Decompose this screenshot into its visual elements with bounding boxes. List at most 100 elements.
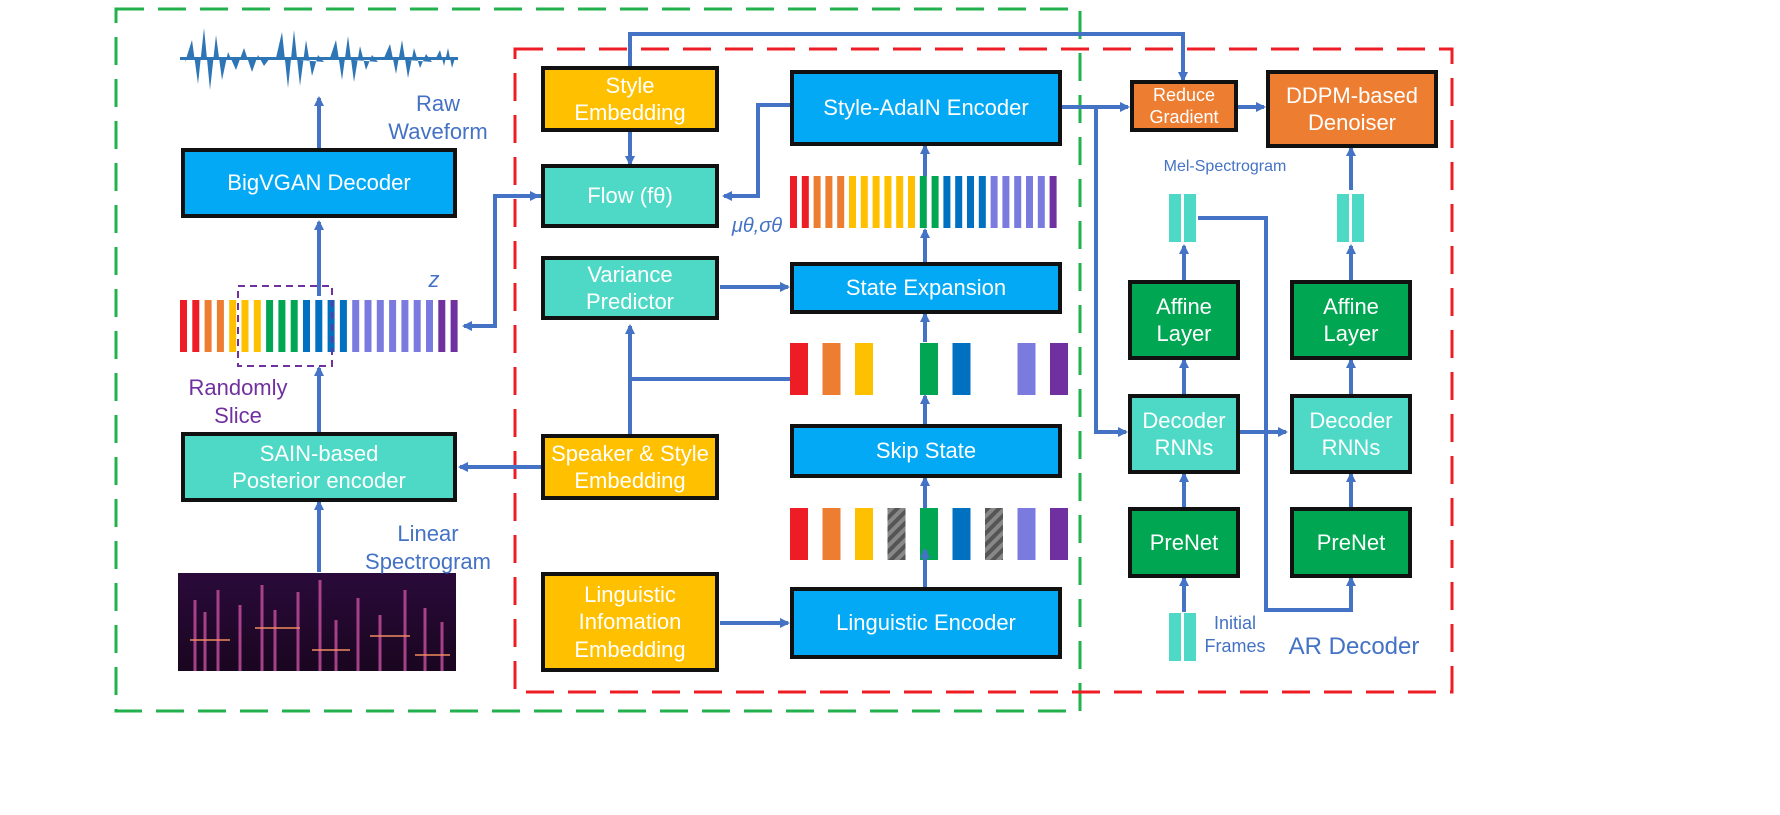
expanded-bar-14 [955, 176, 963, 228]
variance-predictor-label: Variance Predictor [585, 261, 675, 315]
expanded-bar-5 [849, 176, 856, 228]
linear-spectrogram-label: Linear Spectrogram [365, 521, 491, 574]
linguistic-info-embedding-block: Linguistic Infomation Embedding [541, 572, 719, 672]
z-bar-16 [376, 300, 384, 352]
mel-frame-icon-1 [1167, 192, 1198, 244]
expanded-bar-20 [1026, 176, 1033, 228]
encoder-bar-4 [920, 508, 938, 560]
skipped-bar-1 [822, 343, 841, 395]
speaker-style-embedding-label: Speaker & Style Embedding [551, 440, 709, 494]
decoder-rnns-1-label: Decoder RNNs [1142, 407, 1226, 461]
sain-posterior-encoder-label: SAIN-based Posterior encoder [232, 440, 406, 494]
expanded-bar-6 [860, 176, 868, 228]
z-bar-11 [315, 300, 323, 352]
mel-spectrogram-label: Mel-Spectrogram [1163, 158, 1287, 175]
expanded-bar-3 [825, 176, 833, 228]
z-bar-21 [438, 300, 446, 352]
prenet-1-label: PreNet [1149, 529, 1219, 555]
expanded-bar-21 [1037, 176, 1045, 228]
initial-frames-label: Initial Frames [1204, 613, 1266, 656]
expanded-bar-22 [1049, 176, 1057, 228]
linguistic-info-embedding-label: Linguistic Infomation Embedding [574, 581, 686, 662]
z-bar-1 [192, 300, 200, 352]
prenet-2-block: PreNet [1290, 507, 1412, 578]
encoder-state-bars [790, 508, 1068, 560]
latent-sequence-bars [180, 300, 458, 352]
z-bar-13 [339, 300, 347, 352]
expanded-bar-7 [872, 176, 880, 228]
affine-layer-1-label: Affine Layer [1156, 293, 1212, 347]
ddpm-denoiser-block: DDPM-based Denoiser [1266, 70, 1438, 148]
expanded-bar-17 [990, 176, 998, 228]
bigvgan-decoder-block: BigVGAN Decoder [181, 148, 457, 218]
expanded-bar-16 [978, 176, 986, 228]
speaker-style-embedding-block: Speaker & Style Embedding [541, 434, 719, 500]
skipped-bar-4 [920, 343, 938, 395]
skip-state-block: Skip State [790, 424, 1062, 478]
skipped-bar-8 [1050, 343, 1068, 395]
reduce-gradient-block: Reduce Gradient [1130, 80, 1238, 132]
skipped-bar-0 [790, 343, 808, 395]
ar-decoder-label: AR Decoder [1288, 633, 1420, 660]
expanded-bar-13 [943, 176, 951, 228]
skipped-bar-7 [1017, 343, 1036, 395]
style-embedding-label: Style Embedding [574, 72, 686, 126]
flow-label: Flow (fθ) [587, 183, 673, 209]
randomly-slice-label: Randomly Slice [188, 375, 288, 428]
mel-frame-icon-2 [1335, 192, 1366, 244]
arrow-adain-to-flow [722, 103, 790, 201]
arrow-flow-to-z [462, 194, 541, 331]
expanded-bar-15 [967, 176, 974, 228]
z-bar-4 [229, 300, 237, 352]
linear-spectrogram-graphic [178, 573, 456, 671]
z-bar-9 [290, 300, 298, 352]
encoder-bar-3 [887, 508, 906, 560]
mu-sigma-label: μθ,σθ [731, 215, 783, 237]
expanded-bar-18 [1002, 176, 1010, 228]
expanded-bar-9 [896, 176, 904, 228]
affine-layer-2-label: Affine Layer [1323, 293, 1379, 347]
encoder-bar-8 [1050, 508, 1068, 560]
skip-state-label: Skip State [875, 438, 977, 464]
prenet-1-block: PreNet [1128, 507, 1240, 578]
state-expansion-block: State Expansion [790, 262, 1062, 314]
decoder-rnns-2-label: Decoder RNNs [1309, 407, 1393, 461]
arrow-style-to-reduce [628, 32, 1188, 82]
style-embedding-block: Style Embedding [541, 66, 719, 132]
z-bar-8 [278, 300, 286, 352]
raw-waveform-label: Raw Waveform [388, 91, 488, 144]
expanded-bar-8 [884, 176, 892, 228]
z-bar-22 [450, 300, 458, 352]
arrow-adain-to-rnn1 [1094, 107, 1128, 437]
encoder-bar-5 [952, 508, 971, 560]
initial-frame-icon [1167, 611, 1198, 663]
red-dashed-frame [513, 47, 1454, 694]
flow-block: Flow (fθ) [541, 164, 719, 228]
expanded-bar-12 [931, 176, 939, 228]
affine-layer-1-block: Affine Layer [1128, 280, 1240, 360]
encoder-bar-1 [822, 508, 841, 560]
z-bar-7 [266, 300, 274, 352]
encoder-bar-7 [1017, 508, 1036, 560]
green-dashed-frame [114, 7, 1082, 713]
expanded-bar-10 [908, 176, 915, 228]
expanded-bar-1 [801, 176, 809, 228]
linguistic-encoder-label: Linguistic Encoder [836, 610, 1016, 636]
z-bar-20 [426, 300, 433, 352]
affine-layer-2-block: Affine Layer [1290, 280, 1412, 360]
expanded-bar-4 [837, 176, 845, 228]
variance-predictor-block: Variance Predictor [541, 256, 719, 320]
skipped-bar-5 [952, 343, 971, 395]
expanded-state-bars [790, 176, 1057, 228]
z-bar-6 [253, 300, 261, 352]
expanded-bar-11 [919, 176, 927, 228]
encoder-bar-2 [855, 508, 873, 560]
skipped-bar-2 [855, 343, 873, 395]
random-slice-window [237, 285, 333, 367]
expanded-bar-19 [1014, 176, 1022, 228]
arrow-mel1-to-prenet2 [1198, 216, 1356, 612]
expanded-bar-2 [813, 176, 821, 228]
skipped-state-bars [790, 343, 1068, 395]
